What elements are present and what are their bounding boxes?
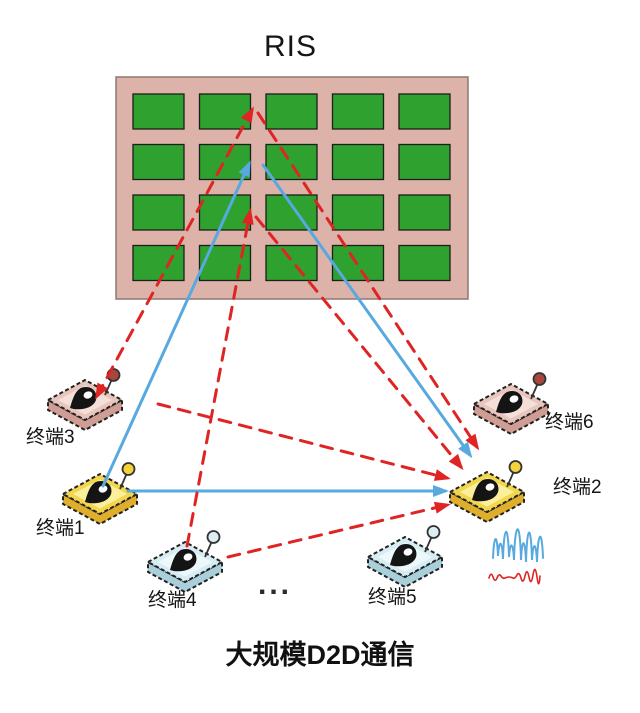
ris-element-cell [398,143,451,181]
location-pin-hole [403,548,413,556]
terminal-2-device [449,460,525,523]
antenna-mast [506,470,515,488]
ris-element-cell [132,244,185,282]
ris-element-cell [198,194,252,231]
location-pin-hole [83,391,93,399]
terminal-4-device [147,530,223,593]
ris-element-cell [331,194,385,231]
antenna-ball-icon [508,460,523,474]
link-终端3-to-终端2 [156,402,451,481]
ris-element-cell [398,244,451,282]
link-终端3-to-RIS [95,106,254,400]
more-terminals-ellipsis: ... [258,568,293,601]
link-RIS-to-终端2 [256,111,480,451]
location-pin-hole [485,483,495,491]
ris-element-cell [265,194,318,231]
ris-element-cell [132,194,185,231]
antenna-ball-icon [121,462,136,476]
link-RIS-to-终端2 [254,215,464,471]
antenna-mast [204,540,213,558]
terminal-devices [47,368,549,593]
terminal-3-device [47,368,123,431]
ris-element-cell [398,93,451,130]
waveform-blue-icon [492,528,544,563]
location-pin-hole [509,395,519,403]
link-终端4-to-终端2 [226,501,451,559]
ris-title: RIS [264,30,318,63]
antenna-mast [424,535,433,553]
terminal-1-label: 终端1 [36,518,85,539]
terminal-5-device [367,525,443,588]
ris-element-cell [331,143,385,181]
location-pin-hole [98,485,108,493]
terminal-4-label: 终端4 [148,590,197,611]
terminal-6-device [473,372,549,435]
location-pin-hole [183,553,193,561]
link-RIS-to-终端2 [261,163,473,459]
ris-element-cell [132,143,185,181]
terminal-6-label: 终端6 [545,412,594,433]
antenna-ball-icon [426,525,441,539]
ris-element-cell [331,93,385,130]
antenna-mast [119,472,128,490]
terminal-2-label: 终端2 [553,477,602,498]
signal-waveform [488,528,544,585]
terminal-1-device [62,462,138,525]
diagram-caption: 大规模D2D通信 [225,640,415,670]
link-终端4-to-RIS [185,208,254,548]
terminal-3-label: 终端3 [26,427,75,448]
ris-element-cell [265,93,318,130]
link-arrows [95,106,480,559]
ris-element-cell [198,93,252,130]
ris-element-cell [132,93,185,130]
waveform-red-icon [488,568,541,585]
ris-element-cell [265,244,318,282]
terminal-5-label: 终端5 [368,587,417,608]
antenna-mast [530,382,539,400]
antenna-ball-icon [532,372,547,386]
antenna-ball-icon [206,530,221,544]
ris-element-cell [265,143,318,181]
ris-element-cell [398,194,451,231]
